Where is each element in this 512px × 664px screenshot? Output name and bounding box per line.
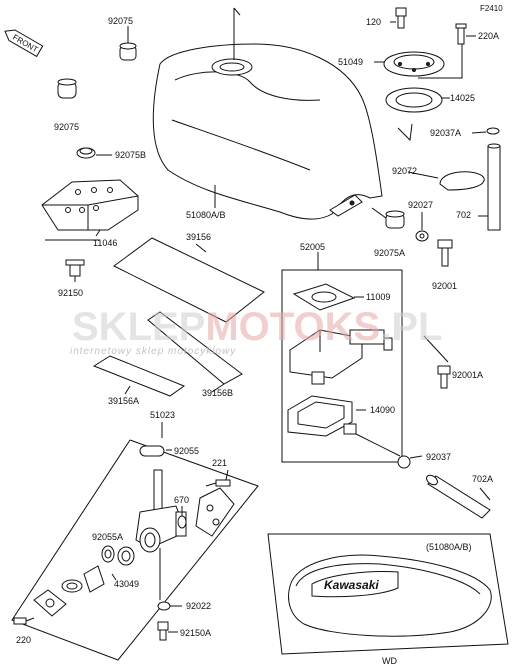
cap-51049 bbox=[374, 51, 445, 77]
bolt-92150a bbox=[157, 621, 178, 641]
label-92075-top: 92075 bbox=[108, 16, 133, 26]
grommet-92075a bbox=[371, 207, 405, 229]
rubber-cushion-left bbox=[57, 78, 77, 99]
washer-92022 bbox=[157, 601, 182, 611]
label-220: 220 bbox=[16, 635, 31, 645]
watermark-tagline: internetowy sklep motocyklowy bbox=[70, 346, 236, 357]
label-92027: 92027 bbox=[408, 200, 433, 210]
bolt-92001a bbox=[423, 335, 451, 389]
label-11046: 11046 bbox=[93, 238, 117, 248]
washer-92027 bbox=[415, 212, 429, 242]
oring-670 bbox=[177, 506, 187, 529]
lever-43049 bbox=[61, 546, 135, 593]
tank-emblem bbox=[288, 554, 492, 637]
bolt-92150 bbox=[65, 259, 85, 282]
watermark: SKLEPMOTOKS.PL internetowy sklep motocyk… bbox=[70, 305, 442, 357]
filter-14090 bbox=[287, 395, 366, 437]
label-92075-left: 92075 bbox=[54, 122, 79, 132]
label-92150a: 92150A bbox=[180, 628, 211, 638]
seal-14025 bbox=[385, 44, 463, 142]
label-39156b: 39156B bbox=[202, 388, 233, 398]
label-14025: 14025 bbox=[450, 93, 475, 103]
label-11009: 11009 bbox=[366, 292, 390, 302]
label-670: 670 bbox=[174, 495, 189, 505]
pad-39156 bbox=[113, 237, 265, 323]
label-51049: 51049 bbox=[338, 57, 363, 67]
fuel-tank bbox=[152, 7, 383, 220]
label-51023: 51023 bbox=[150, 410, 175, 420]
label-51080ab: 51080A/B bbox=[186, 210, 226, 220]
inset-caption: WD bbox=[382, 656, 397, 664]
bolt-120 bbox=[390, 7, 407, 29]
clip-92072 bbox=[407, 171, 485, 191]
pump-housing bbox=[289, 329, 393, 385]
rubber-cushion-top bbox=[119, 26, 137, 61]
clamp-92037 bbox=[355, 433, 423, 469]
front-direction-badge: FRONT bbox=[4, 29, 44, 58]
label-92055a: 92055A bbox=[92, 532, 123, 542]
screw-221 bbox=[205, 469, 231, 487]
label-43049: 43049 bbox=[114, 579, 139, 589]
fuel-pump-assembly-box bbox=[281, 252, 403, 463]
label-221: 221 bbox=[212, 458, 227, 468]
svg-text:SKLEPMOTOKS.PL: SKLEPMOTOKS.PL bbox=[72, 305, 442, 349]
label-92001a: 92001A bbox=[452, 370, 483, 380]
hose-702a bbox=[426, 474, 491, 519]
label-14090: 14090 bbox=[370, 405, 395, 415]
label-52005: 52005 bbox=[300, 242, 325, 252]
label-92072: 92072 bbox=[392, 166, 417, 176]
grommet-92075b bbox=[76, 147, 112, 159]
gasket-92055a bbox=[101, 545, 115, 563]
label-702a: 702A bbox=[472, 474, 493, 484]
label-92001: 92001 bbox=[432, 281, 457, 291]
label-220a: 220A bbox=[478, 31, 499, 41]
gasket-11009 bbox=[292, 283, 364, 311]
clamp-92037a bbox=[471, 127, 500, 135]
label-39156: 39156 bbox=[186, 232, 211, 242]
gasket-92055 bbox=[139, 445, 172, 457]
label-120: 120 bbox=[366, 17, 381, 27]
bolt-92001 bbox=[437, 239, 453, 267]
label-92150: 92150 bbox=[58, 288, 83, 298]
bracket-11046 bbox=[41, 179, 139, 237]
label-39156a: 39156A bbox=[108, 396, 139, 406]
lever-plate bbox=[33, 589, 67, 617]
pad-39156b bbox=[147, 311, 243, 393]
fuel-tap-body bbox=[135, 469, 187, 600]
label-92022: 92022 bbox=[186, 601, 211, 611]
screw-220 bbox=[13, 617, 35, 625]
watermark-domain: .PL bbox=[380, 305, 442, 349]
watermark-brand-a: SKLEP bbox=[72, 305, 205, 349]
valve-cover bbox=[195, 487, 235, 537]
watermark-brand-b: MOTO bbox=[205, 305, 324, 349]
label-92075a: 92075A bbox=[374, 248, 405, 258]
bolt-220a bbox=[455, 23, 476, 45]
pad-39156a bbox=[92, 355, 186, 397]
emblem-inset-frame bbox=[267, 533, 509, 655]
label-92075b: 92075B bbox=[115, 150, 146, 160]
emblem-wordmark: Kawasaki bbox=[324, 578, 379, 592]
label-702: 702 bbox=[456, 210, 471, 220]
inset-title: (51080A/B) bbox=[426, 542, 472, 552]
label-92037: 92037 bbox=[426, 452, 451, 462]
label-92037a: 92037A bbox=[430, 128, 461, 138]
label-92055: 92055 bbox=[174, 446, 199, 456]
figure-reference: F2410 bbox=[480, 4, 503, 13]
hose-702 bbox=[478, 143, 501, 231]
fuel-tap-group-outline bbox=[11, 439, 259, 661]
watermark-brand-c: KS bbox=[325, 305, 381, 349]
